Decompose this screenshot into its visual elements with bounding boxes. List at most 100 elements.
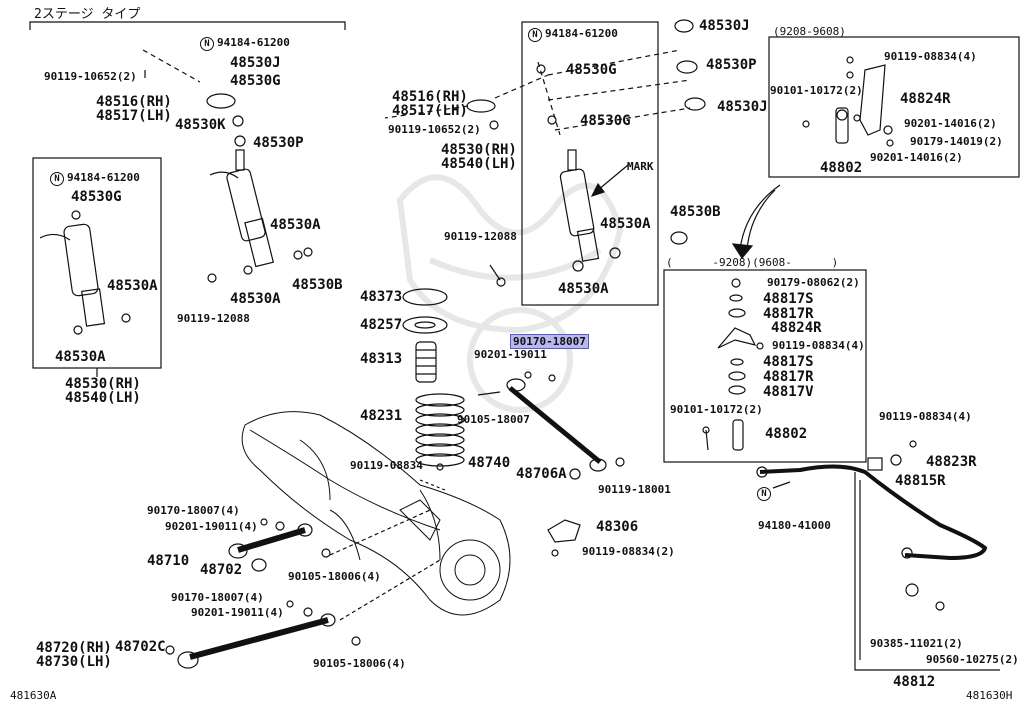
part-label[interactable]: 48530A bbox=[600, 216, 651, 232]
stabilizer-bar bbox=[756, 440, 988, 611]
part-label[interactable]: 48815R bbox=[895, 473, 946, 489]
part-label[interactable]: 90105-18007 bbox=[457, 413, 530, 426]
mark-label: MARK bbox=[627, 160, 654, 173]
lower-right-box bbox=[663, 269, 867, 463]
part-label[interactable]: 90119-08834(4) bbox=[879, 410, 972, 423]
part-label[interactable]: 48257 bbox=[360, 317, 403, 333]
part-label[interactable]: 48730(LH) bbox=[36, 654, 112, 670]
part-label[interactable]: 90119-12088 bbox=[444, 230, 517, 243]
part-label[interactable]: 48530A bbox=[230, 291, 281, 307]
part-label[interactable]: 90105-18006(4) bbox=[313, 657, 406, 670]
part-label[interactable]: 48702 bbox=[200, 562, 243, 578]
part-label[interactable]: 48231 bbox=[360, 408, 403, 424]
part-label[interactable]: 94180-41000 bbox=[758, 519, 831, 532]
part-label[interactable]: 90201-19011(4) bbox=[165, 520, 258, 533]
part-label[interactable]: 48812 bbox=[893, 674, 936, 690]
part-label[interactable]: 48802 bbox=[820, 160, 863, 176]
bracket-48306 bbox=[547, 519, 581, 543]
part-label[interactable]: 90105-18006(4) bbox=[288, 570, 381, 583]
lower-control-arm-lower bbox=[165, 600, 361, 669]
part-label[interactable]: 48530G bbox=[580, 113, 631, 129]
part-label[interactable]: 48706A bbox=[516, 466, 567, 482]
part-label[interactable]: 48530(RH) bbox=[65, 376, 141, 392]
upper-right-box bbox=[768, 36, 1020, 178]
part-label[interactable]: 48530J bbox=[699, 18, 750, 34]
part-label[interactable]: 90119-10652(2) bbox=[44, 70, 137, 83]
part-label[interactable]: 90119-08834(4) bbox=[772, 339, 865, 352]
bracket-48824r-upper bbox=[802, 56, 894, 147]
part-label[interactable]: 90119-10652(2) bbox=[388, 123, 481, 136]
part-label[interactable]: 90201-14016(2) bbox=[870, 151, 963, 164]
part-label[interactable]: 90101-10172(2) bbox=[670, 403, 763, 416]
part-label[interactable]: 90201-19011(4) bbox=[191, 606, 284, 619]
part-label[interactable]: 48530B bbox=[292, 277, 343, 293]
part-label[interactable]: 90119-08834 bbox=[350, 459, 423, 472]
part-label[interactable]: 90385-11021(2) bbox=[870, 637, 963, 650]
part-label[interactable]: 48313 bbox=[360, 351, 403, 367]
part-label[interactable]: 48824R bbox=[900, 91, 951, 107]
part-label[interactable]: 48802 bbox=[765, 426, 808, 442]
part-label[interactable]: 48306 bbox=[596, 519, 639, 535]
part-label[interactable]: 90560-10275(2) bbox=[926, 653, 1019, 666]
stage-bracket bbox=[29, 21, 346, 30]
part-label[interactable]: 48817R bbox=[763, 306, 814, 322]
part-label[interactable]: 48817S bbox=[763, 291, 814, 307]
part-label[interactable]: 48516(RH) bbox=[96, 94, 172, 110]
part-label[interactable]: 48823R bbox=[926, 454, 977, 470]
part-label[interactable]: 48824R bbox=[771, 320, 822, 336]
part-label[interactable]: 90170-18007(4) bbox=[147, 504, 240, 517]
part-label[interactable]: 48517(LH) bbox=[392, 103, 468, 119]
part-label[interactable]: 48817V bbox=[763, 384, 814, 400]
date-range-label: ( -9208)(9608- ) bbox=[666, 256, 839, 269]
part-label[interactable]: 90101-10172(2) bbox=[770, 84, 863, 97]
part-label[interactable]: 90201-14016(2) bbox=[904, 117, 997, 130]
part-label[interactable]: 48530P bbox=[706, 57, 757, 73]
n-symbol-icon: N bbox=[50, 172, 64, 186]
part-label[interactable]: 90179-14019(2) bbox=[910, 135, 1003, 148]
part-label[interactable]: 48530P bbox=[253, 135, 304, 151]
part-label[interactable]: 48540(LH) bbox=[65, 390, 141, 406]
part-label[interactable]: 90119-18001 bbox=[598, 483, 671, 496]
part-label[interactable]: 48710 bbox=[147, 553, 190, 569]
part-label[interactable]: 90170-18007(4) bbox=[171, 591, 264, 604]
part-label[interactable]: 48530A bbox=[558, 281, 609, 297]
part-label[interactable]: 48530G bbox=[230, 73, 281, 89]
part-label[interactable]: 48516(RH) bbox=[392, 89, 468, 105]
part-label[interactable]: 90179-08062(2) bbox=[767, 276, 860, 289]
part-label[interactable]: 48540(LH) bbox=[441, 156, 517, 172]
part-label[interactable]: 48740 bbox=[468, 455, 511, 471]
coil-spring-assembly bbox=[402, 288, 465, 467]
date-range-label: (9208-9608) bbox=[773, 25, 846, 38]
part-label[interactable]: 90201-19011 bbox=[474, 348, 547, 361]
rear-axle-housing bbox=[241, 411, 511, 616]
watermark-emblem bbox=[396, 174, 624, 413]
part-label[interactable]: 48530J bbox=[717, 99, 768, 115]
part-label[interactable]: 48530J bbox=[230, 55, 281, 71]
part-label[interactable]: 48720(RH) bbox=[36, 640, 112, 656]
stage-type-label: 2ステージ タイプ bbox=[34, 7, 141, 22]
part-label[interactable]: 48517(LH) bbox=[96, 108, 172, 124]
part-label-highlighted[interactable]: 90170-18007 bbox=[510, 334, 589, 349]
part-label[interactable]: 48530A bbox=[270, 217, 321, 233]
part-label[interactable]: 48530A bbox=[107, 278, 158, 294]
part-label[interactable]: 48530(RH) bbox=[441, 142, 517, 158]
part-label[interactable]: 48530A bbox=[55, 349, 106, 365]
part-label[interactable]: 90119-12088 bbox=[177, 312, 250, 325]
part-label[interactable]: 48702C bbox=[115, 639, 166, 655]
part-label[interactable]: 48530G bbox=[566, 62, 617, 78]
shock-absorber-left-inset bbox=[39, 210, 131, 335]
part-label[interactable]: 90119-08834(4) bbox=[884, 50, 977, 63]
part-label[interactable]: 48530B bbox=[670, 204, 721, 220]
part-label[interactable]: 48373 bbox=[360, 289, 403, 305]
part-label[interactable]: 48530K bbox=[175, 117, 226, 133]
part-label[interactable]: 48817S bbox=[763, 354, 814, 370]
part-label[interactable]: 90119-08834(2) bbox=[582, 545, 675, 558]
part-label[interactable]: 48530G bbox=[71, 189, 122, 205]
diagram-code-left: 481630A bbox=[10, 689, 57, 702]
shock-absorber-left-top bbox=[206, 93, 313, 283]
part-label[interactable]: 48817R bbox=[763, 369, 814, 385]
